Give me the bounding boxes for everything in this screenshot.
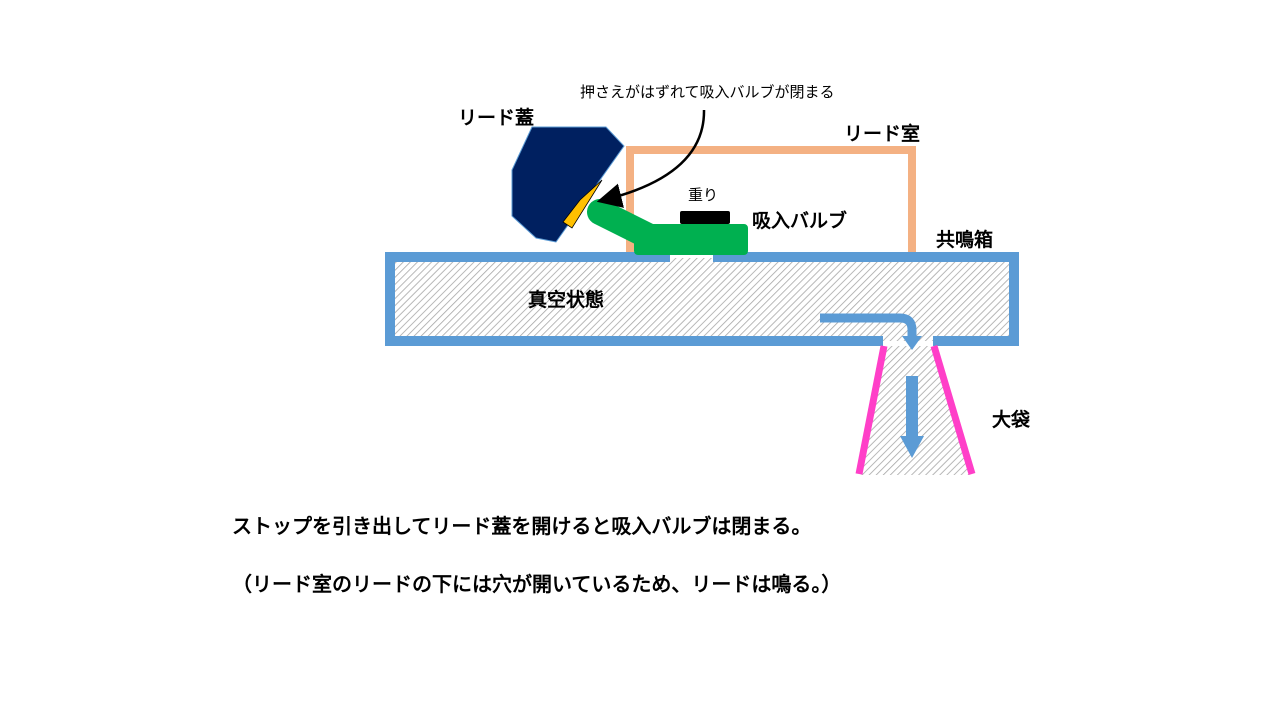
airflow-down-arrow-shaft [906,376,918,438]
annotation-text: 押さえがはずれて吸入バルブが閉まる [580,83,835,101]
vacuum-state-label: 真空状態 [528,288,604,311]
reed-cover-tip [562,179,603,229]
intake-valve-label: 吸入バルブ [752,209,847,232]
big-bag-right-side [930,345,976,475]
resonance-box-outline [385,252,1019,346]
reed-chamber-label: リード室 [844,122,920,145]
resonance-box-label: 共鳴箱 [936,228,993,251]
reed-cover-label: リード蓋 [458,106,534,129]
airflow-down-arrowhead [900,436,924,458]
caption-line-2: （リード室のリードの下には穴が開いているため、リードは鳴る。） [232,572,842,596]
vacuum-area [390,258,1014,341]
airflow-curved-arrow [820,313,917,336]
reed-cover-shape [511,126,625,243]
big-bag-label: 大袋 [992,408,1031,431]
annotation-arrow [596,109,706,208]
big-bag-left-side [855,345,888,475]
caption-line-1: ストップを引き出してリード蓋を開けると吸入バルブは閉まる。 [232,514,812,538]
weight-label: 重り [688,186,718,204]
weight-block [680,211,730,224]
reed-chamber-outline [626,146,916,252]
intake-valve-body [634,224,748,255]
airflow-curved-arrowhead [902,336,922,350]
